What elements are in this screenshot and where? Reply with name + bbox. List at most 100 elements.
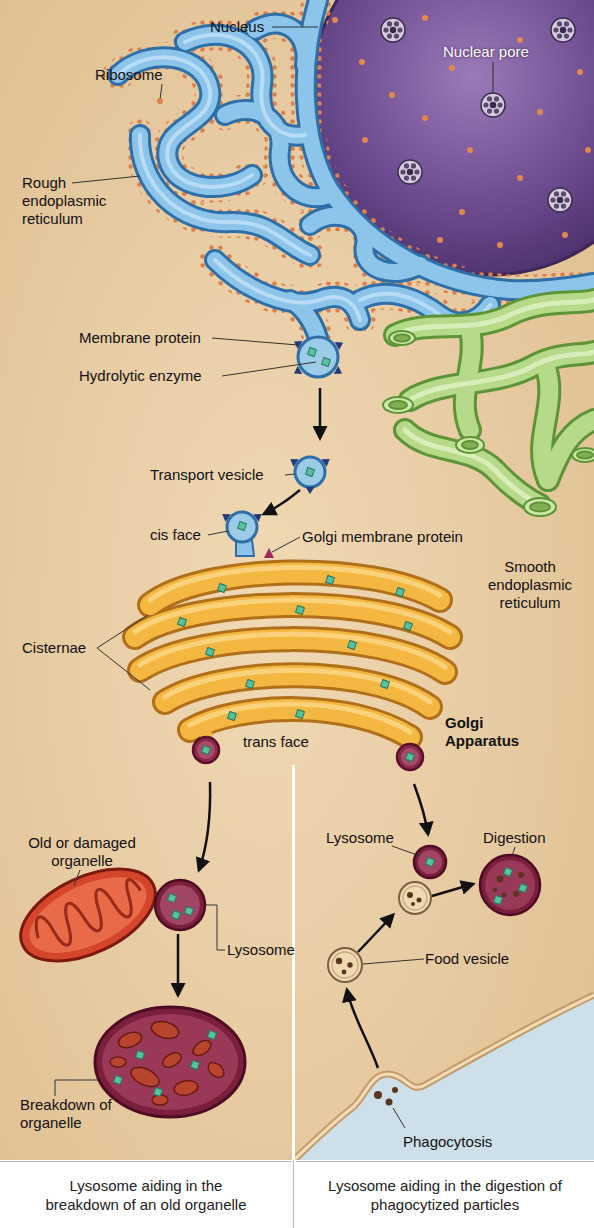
golgi-cisternae — [135, 572, 450, 737]
organelle-breakdown — [136, 1051, 145, 1060]
golgi-enzymes — [178, 618, 187, 627]
transport-vesicles — [321, 455, 332, 466]
smooth-er — [456, 437, 484, 453]
rough-er — [310, 216, 420, 272]
phagocytosis-vesicles — [407, 892, 413, 898]
organelle-breakdown — [95, 1007, 245, 1117]
trans-vesicles — [193, 732, 423, 770]
nucleus — [548, 188, 572, 212]
golgi-enzymes — [296, 606, 305, 615]
rough-er — [306, 0, 594, 290]
organelle-breakdown — [173, 1079, 199, 1097]
nucleus — [459, 209, 465, 215]
er-vesicle-bud — [334, 366, 345, 377]
trans-vesicles — [406, 753, 415, 762]
golgi-cisternae — [190, 704, 410, 732]
damaged-mitochondrion — [7, 850, 170, 980]
nucleus — [449, 65, 455, 71]
caption-band: Lysosome aiding in the digestion of phag… — [296, 1161, 594, 1228]
rough-er — [310, 216, 420, 272]
golgi-enzymes — [404, 622, 413, 631]
phagocytosis-vesicles — [502, 893, 507, 898]
smooth-er — [410, 352, 594, 400]
phagocytosis-vesicles — [386, 1099, 393, 1106]
transport-vesicles — [306, 468, 315, 477]
golgi-cisternae — [135, 567, 450, 737]
phagocytosis-vesicles — [328, 846, 540, 1106]
rough-er — [185, 35, 305, 136]
rough-er — [310, 216, 420, 272]
nucleus — [467, 147, 473, 153]
golgi-cisternae — [135, 600, 450, 632]
nucleus — [497, 242, 503, 248]
phagocytosis-vesicles — [403, 886, 427, 910]
golgi-enzymes — [246, 680, 255, 689]
phagocytosis-vesicles — [494, 896, 503, 905]
nucleus — [422, 15, 428, 21]
golgi-cisternae — [140, 634, 445, 667]
phagocytosis-vesicles — [347, 962, 352, 967]
phagocytosis-vesicles — [411, 902, 415, 906]
nucleus — [332, 17, 338, 23]
part-label: Nuclear pore — [443, 43, 553, 61]
nucleus — [359, 59, 365, 65]
smooth-er — [524, 498, 556, 516]
smooth-er — [383, 300, 594, 516]
part-label: Lysosome — [227, 941, 307, 959]
smooth-er — [383, 397, 413, 413]
smooth-er — [395, 300, 594, 505]
nucleus — [437, 237, 443, 243]
smooth-er — [383, 331, 594, 516]
transport-vesicles — [253, 510, 264, 521]
er-vesicle-bud — [292, 338, 303, 349]
phagocytosis-vesicles — [336, 958, 342, 964]
part-label: Golgi membrane protein — [302, 528, 502, 546]
golgi-enzymes — [228, 712, 237, 721]
phagocytosis-vesicles — [418, 850, 442, 874]
part-label: Lysosome — [326, 829, 406, 847]
smooth-er — [395, 300, 594, 505]
process-arrow — [414, 784, 428, 834]
phagocytosis-vesicles — [518, 872, 524, 878]
part-label: Transport vesicle — [150, 466, 290, 484]
golgi-enzymes — [218, 584, 227, 593]
smooth-er — [389, 401, 407, 409]
lysosome-left — [155, 880, 205, 930]
extracellular-space — [294, 995, 594, 1160]
nucleus — [585, 147, 591, 153]
leader-line — [493, 62, 494, 93]
leader-line — [97, 615, 148, 648]
organelle-breakdown — [160, 1050, 183, 1070]
smooth-er — [405, 430, 540, 505]
leader-line — [512, 847, 515, 856]
nucleus — [481, 93, 505, 117]
er-vesicle-bud — [322, 358, 331, 367]
process-arrow — [358, 915, 393, 952]
leader-line — [205, 905, 225, 950]
nucleus — [577, 69, 583, 75]
golgi-enzymes — [206, 648, 215, 657]
part-label: Breakdown of organelle — [20, 1096, 120, 1132]
er-vesicle-bud — [298, 337, 338, 377]
lysosome-left — [168, 894, 177, 903]
phagocytosis-vesicles — [497, 876, 504, 883]
leader-line — [222, 362, 316, 376]
process-arrow — [432, 884, 473, 896]
smooth-er — [410, 352, 594, 400]
damaged-mitochondrion — [7, 850, 170, 980]
rough-er — [215, 260, 360, 320]
extracellular-space — [294, 995, 594, 1160]
smooth-er — [465, 330, 472, 430]
smooth-er — [572, 448, 594, 462]
leader-line — [212, 338, 298, 345]
smooth-er — [462, 441, 478, 449]
leader-line — [363, 959, 424, 964]
lysosome-left — [185, 907, 194, 916]
nucleus — [310, 0, 594, 275]
part-label: Nucleus — [210, 18, 280, 36]
nucleus — [517, 37, 523, 43]
part-label: Old or damaged organelle — [12, 834, 152, 870]
golgi-enzymes — [381, 680, 390, 689]
organelle-breakdown — [110, 1057, 126, 1067]
